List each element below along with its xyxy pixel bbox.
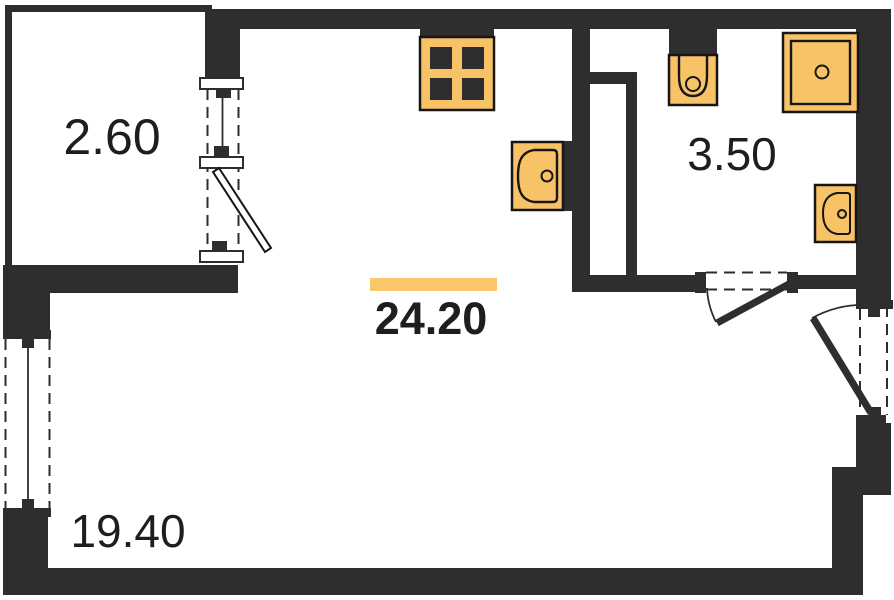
window-sill bbox=[856, 415, 886, 423]
toilet-flush bbox=[685, 76, 701, 92]
window-stop bbox=[22, 499, 34, 508]
walls bbox=[3, 5, 893, 595]
wall-segment bbox=[5, 5, 12, 293]
window-stop bbox=[22, 339, 34, 348]
area-highlight-bar bbox=[370, 278, 497, 291]
window-sill bbox=[856, 300, 893, 309]
door-swing-arc bbox=[811, 303, 873, 319]
right-balcony-door bbox=[810, 303, 888, 415]
wall-segment bbox=[572, 29, 590, 292]
shower-icon bbox=[781, 31, 860, 114]
sink-drain bbox=[837, 209, 847, 219]
shower-inner bbox=[789, 39, 852, 106]
door-jamb bbox=[695, 272, 706, 293]
room-label-bathroom: 3.50 bbox=[687, 128, 777, 180]
wall-segment bbox=[3, 293, 50, 332]
wall-segment bbox=[669, 29, 717, 56]
sink-drain bbox=[540, 169, 554, 183]
toilet-bowl bbox=[677, 56, 709, 98]
wall-segment bbox=[5, 5, 212, 12]
wall-segment bbox=[626, 72, 637, 277]
wall-segment bbox=[856, 9, 891, 300]
door-jamb bbox=[787, 272, 798, 293]
door-leaf bbox=[810, 316, 874, 415]
wall-segment bbox=[3, 517, 48, 572]
wall-segment bbox=[856, 423, 891, 472]
window-frame bbox=[199, 156, 244, 169]
window-frame bbox=[199, 250, 244, 263]
stove-icon bbox=[418, 35, 496, 112]
window-stop bbox=[868, 309, 880, 317]
window-sill bbox=[3, 508, 51, 517]
shower-tray bbox=[781, 31, 860, 114]
wall-segment bbox=[798, 275, 858, 289]
bathroom-sink-icon bbox=[813, 183, 860, 244]
wall-segment bbox=[420, 27, 494, 38]
window-stop bbox=[214, 146, 229, 157]
wall-segment bbox=[205, 9, 891, 29]
room-label-living: 19.40 bbox=[70, 505, 185, 557]
sink-body bbox=[510, 140, 565, 212]
left-window bbox=[4, 339, 51, 508]
wall-segment bbox=[572, 275, 695, 292]
window-sill bbox=[3, 330, 51, 339]
toilet-icon bbox=[667, 53, 719, 107]
door-hinge-block bbox=[869, 407, 881, 416]
wall-segment bbox=[590, 72, 637, 84]
toilet-body bbox=[667, 53, 719, 107]
stove-burner bbox=[462, 78, 484, 100]
door-leaf bbox=[715, 280, 791, 327]
window-stop bbox=[216, 88, 231, 98]
kitchen-sink-icon bbox=[510, 140, 574, 212]
room-label-kitchen-living: 24.20 bbox=[375, 293, 488, 344]
stove-burner bbox=[430, 78, 452, 100]
sink-basin bbox=[821, 192, 851, 235]
stove-burner bbox=[430, 47, 452, 69]
balcony-window-door bbox=[199, 77, 273, 263]
sink-basin bbox=[516, 148, 559, 204]
window-frame bbox=[199, 77, 244, 90]
wall-segment bbox=[205, 9, 240, 77]
shower-drain bbox=[814, 64, 830, 80]
balcony-door-leaf bbox=[211, 166, 273, 254]
stove-burner bbox=[462, 47, 484, 69]
door-swing-arc bbox=[706, 287, 717, 323]
window-stop bbox=[212, 241, 227, 251]
bathroom-door bbox=[706, 271, 791, 327]
room-label-balcony: 2.60 bbox=[63, 109, 160, 165]
wall-segment bbox=[3, 568, 863, 595]
wall-segment bbox=[3, 265, 238, 293]
